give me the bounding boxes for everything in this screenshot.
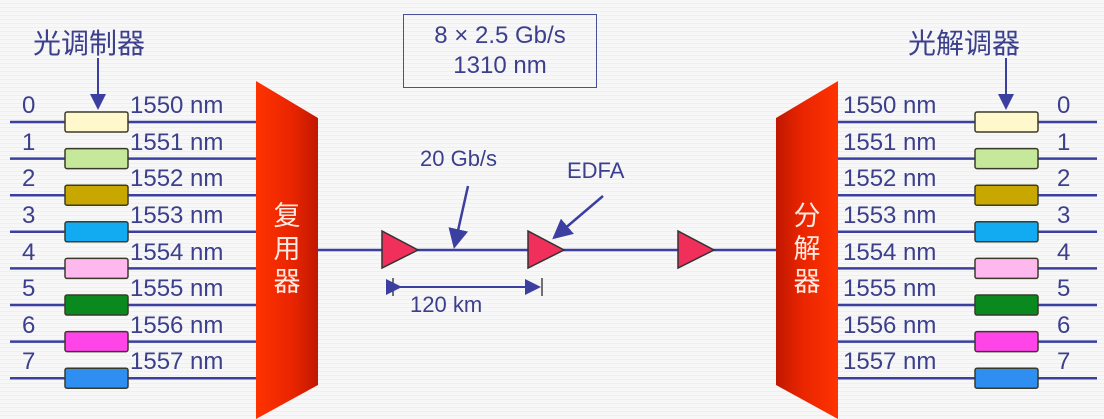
output-fibers [838, 120, 1097, 380]
right-channel-wavelength: 1550 nm [843, 92, 937, 119]
left-channel-index: 2 [22, 165, 36, 192]
left-channel-wavelength: 1552 nm [130, 165, 224, 192]
modulator-box [64, 367, 129, 389]
demodulator-box [974, 367, 1039, 389]
span-length-label: 120 km [410, 292, 483, 317]
input-fibers [10, 120, 256, 380]
right-channel-wavelength: 1554 nm [843, 239, 937, 266]
modulator-array [64, 111, 129, 389]
right-channel-index: 5 [1057, 275, 1071, 302]
left-channel-index: 3 [22, 202, 36, 229]
modulator-box [64, 111, 129, 133]
right-channel-index: 6 [1057, 312, 1071, 339]
right-channel-wavelength: 1557 nm [843, 348, 937, 375]
modulator-box [64, 147, 129, 170]
demodulator-box [974, 257, 1039, 280]
modulator-box [64, 184, 129, 206]
left-channel-wavelength: 1551 nm [130, 129, 224, 156]
right-channel-wavelength: 1551 nm [843, 129, 937, 156]
demodulator-box [974, 330, 1039, 353]
right-channel-wavelength: 1552 nm [843, 165, 937, 192]
modulator-box [64, 330, 129, 353]
left-channel-index: 7 [22, 348, 36, 375]
edfa-amplifier-1 [381, 229, 420, 270]
aggregate-info-box: 8 × 2.5 Gb/s 1310 nm [403, 14, 597, 88]
demultiplexer [776, 81, 838, 419]
multiplexer [256, 81, 318, 419]
modulator-box [64, 257, 129, 280]
demodulator-title: 光解调器 [908, 27, 1021, 60]
left-channel-index: 4 [22, 239, 36, 266]
left-channel-index: 6 [22, 312, 36, 339]
right-channel-wavelength: 1555 nm [843, 275, 937, 302]
mux-label: 复 用 器 [273, 201, 301, 298]
modulator-title: 光调制器 [33, 27, 146, 60]
right-channel-index: 4 [1057, 239, 1071, 266]
modulator-box [64, 221, 129, 243]
left-channel-wavelength: 1554 nm [130, 239, 224, 266]
left-channel-wavelength: 1553 nm [130, 202, 224, 229]
rate-pointer-arrow [448, 185, 470, 249]
edfa-amplifier-2 [527, 229, 566, 270]
demodulator-array [974, 111, 1039, 389]
right-channel-index: 0 [1057, 92, 1071, 119]
left-channel-wavelength: 1550 nm [130, 92, 224, 119]
left-channel-wavelength: 1556 nm [130, 312, 224, 339]
left-channel-index: 1 [22, 129, 36, 156]
left-channel-index: 5 [22, 275, 36, 302]
demodulator-box [974, 184, 1039, 206]
right-channel-wavelength: 1556 nm [843, 312, 937, 339]
right-channel-index: 3 [1057, 202, 1071, 229]
right-channel-index: 7 [1057, 348, 1071, 375]
link-rate-label: 20 Gb/s [420, 146, 498, 171]
right-channel-index: 1 [1057, 129, 1071, 156]
demux-label: 分 解 器 [793, 201, 821, 298]
edfa-label: EDFA [567, 158, 625, 183]
modulator-box [64, 294, 129, 316]
demodulator-box [974, 111, 1039, 133]
left-channel-wavelength: 1557 nm [130, 348, 224, 375]
info-line-wavelength: 1310 nm [453, 52, 547, 79]
left-channel-wavelength: 1555 nm [130, 275, 224, 302]
right-channel-index: 2 [1057, 165, 1071, 192]
edfa-amplifier-3 [677, 229, 716, 270]
edfa-pointer-arrow [552, 195, 604, 240]
left-channel-index: 0 [22, 92, 36, 119]
demodulator-box [974, 221, 1039, 243]
demodulator-box [974, 294, 1039, 316]
right-channel-wavelength: 1553 nm [843, 202, 937, 229]
info-line-rate: 8 × 2.5 Gb/s [434, 22, 566, 49]
demodulator-box [974, 147, 1039, 170]
